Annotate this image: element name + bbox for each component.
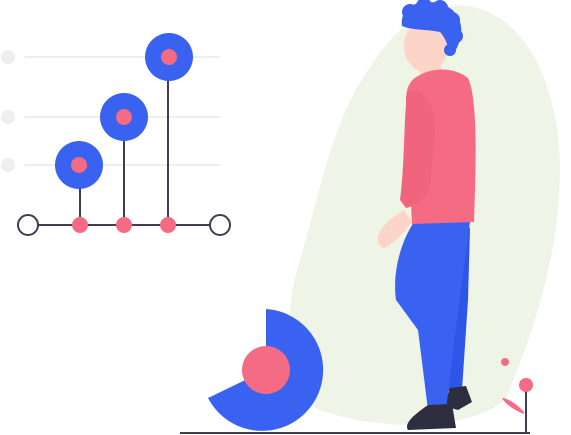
axis-dot <box>160 217 176 233</box>
marker-inner <box>161 49 177 65</box>
timeline-end-node <box>209 214 231 236</box>
person-figure <box>377 0 476 430</box>
plant-icon <box>501 358 533 433</box>
pie-chart-icon <box>208 309 324 431</box>
timeline-start-node <box>17 214 39 236</box>
axis-dot <box>72 217 88 233</box>
pie-segment <box>208 309 324 431</box>
marker-inner <box>116 109 132 125</box>
marker-inner <box>71 157 87 173</box>
guide-dot <box>1 110 15 124</box>
guide-dot <box>1 158 15 172</box>
pie-center <box>242 346 290 394</box>
axis-dot <box>116 217 132 233</box>
timeline-icon <box>1 33 231 236</box>
guide-dot <box>1 50 15 64</box>
